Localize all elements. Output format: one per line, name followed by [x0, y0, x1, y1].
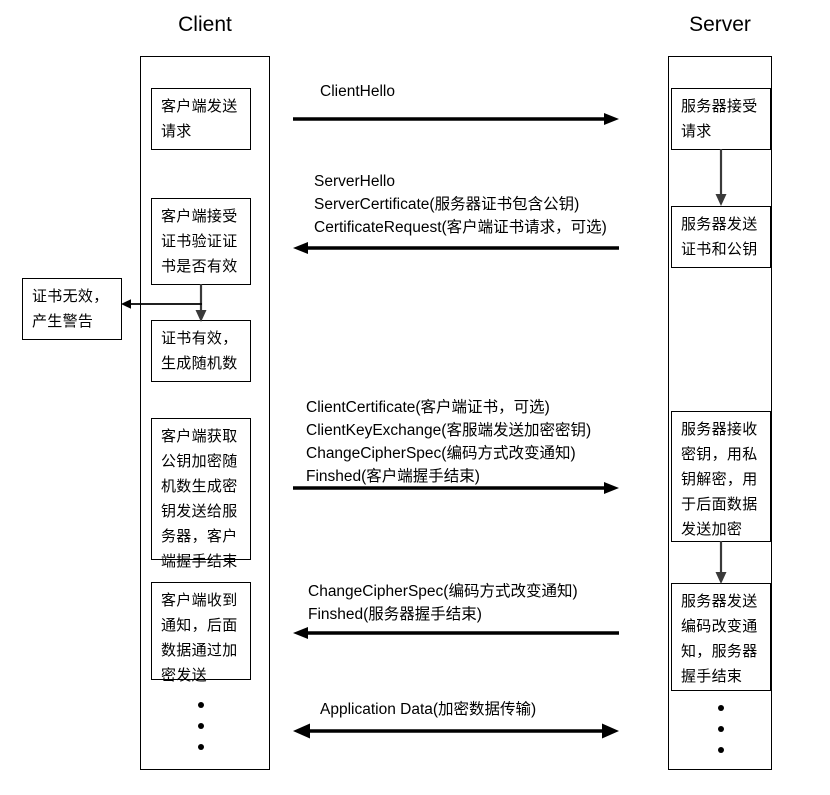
message-arrow-client-hello [292, 112, 620, 126]
client-box-text: 客户端发送请求 [161, 97, 238, 140]
client-box-client-send-request: 客户端发送请求 [151, 88, 251, 150]
server-box-server-receive-key: 服务器接收密钥，用私钥解密，用于后面数据发送加密 [671, 411, 771, 542]
client-box-certificate-valid: 证书有效，生成随机数 [151, 320, 251, 382]
client-column-title: Client [178, 13, 232, 36]
server-box-server-send-change: 服务器发送编码改变通知，服务器握手结束 [671, 583, 771, 691]
client-box-text: 客户端获取公钥加密随机数生成密钥发送给服务器，客户端握手结束 [161, 427, 238, 570]
message-label-application-data: Application Data(加密数据传输) [320, 698, 536, 721]
client-box-text: 客户端收到通知，后面数据通过加密发送 [161, 591, 238, 684]
client-box-client-received-notice: 客户端收到通知，后面数据通过加密发送 [151, 582, 251, 684]
server-connector-receive-to-change [706, 541, 736, 587]
message-label-server-change-cipher-spec: ChangeCipherSpec(编码方式改变通知) Finshed(服务器握手… [308, 580, 578, 626]
message-arrow-application-data [292, 722, 620, 739]
dot-icon [718, 726, 724, 732]
client-connector-branch-to-invalid [118, 296, 204, 312]
message-line: Finshed(服务器握手结束) [308, 606, 482, 623]
server-column-title: Server [689, 13, 751, 36]
message-label-server-hello: ServerHello ServerCertificate(服务器证书包含公钥)… [314, 170, 607, 239]
message-line: ServerHello [314, 173, 395, 190]
client-box-client-verify-certificate: 客户端接受证书验证证书是否有效 [151, 198, 251, 285]
server-box-text: 服务器发送编码改变通知，服务器握手结束 [681, 592, 758, 685]
message-line: Finshed(客户端握手结束) [306, 468, 480, 485]
message-line: ClientCertificate(客户端证书，可选) [306, 399, 550, 416]
message-line: ChangeCipherSpec(编码方式改变通知) [306, 445, 576, 462]
client-ellipsis-dots [197, 702, 205, 750]
message-line: ChangeCipherSpec(编码方式改变通知) [308, 583, 578, 600]
server-box-server-send-certificate: 服务器发送证书和公钥 [671, 206, 771, 268]
server-box-text: 服务器发送证书和公钥 [681, 215, 758, 258]
side-box-certificate-invalid: 证书无效，产生警告 [22, 278, 122, 340]
client-box-client-key-generate: 客户端获取公钥加密随机数生成密钥发送给服务器，客户端握手结束 [151, 418, 251, 570]
dot-icon [718, 705, 724, 711]
message-arrow-server-hello [292, 241, 620, 255]
server-connector-accept-to-send [706, 149, 736, 209]
server-box-text: 服务器接受请求 [681, 97, 758, 140]
dot-icon [198, 723, 204, 729]
message-line: ClientHello [320, 83, 395, 100]
message-arrow-server-change-cipher-spec [292, 626, 620, 640]
message-line: ServerCertificate(服务器证书包含公钥) [314, 196, 580, 213]
message-label-client-key-exchange: ClientCertificate(客户端证书，可选) ClientKeyExc… [306, 396, 591, 488]
dot-icon [198, 744, 204, 750]
message-line: Application Data(加密数据传输) [320, 701, 537, 718]
client-box-text: 证书有效，生成随机数 [161, 329, 238, 372]
server-box-server-accept-request: 服务器接受请求 [671, 88, 771, 150]
message-line: CertificateRequest(客户端证书请求，可选) [314, 219, 607, 236]
server-box-text: 服务器接收密钥，用私钥解密，用于后面数据发送加密 [681, 420, 758, 538]
client-connector-verify-to-valid [186, 284, 216, 324]
message-label-client-hello: ClientHello [320, 80, 395, 103]
dot-icon [718, 747, 724, 753]
dot-icon [198, 702, 204, 708]
message-line: ClientKeyExchange(客服端发送加密密钥) [306, 422, 592, 439]
server-ellipsis-dots [717, 705, 725, 753]
side-box-text: 证书无效，产生警告 [32, 287, 109, 330]
message-arrow-client-key-exchange [292, 481, 620, 495]
client-box-text: 客户端接受证书验证证书是否有效 [161, 207, 238, 275]
